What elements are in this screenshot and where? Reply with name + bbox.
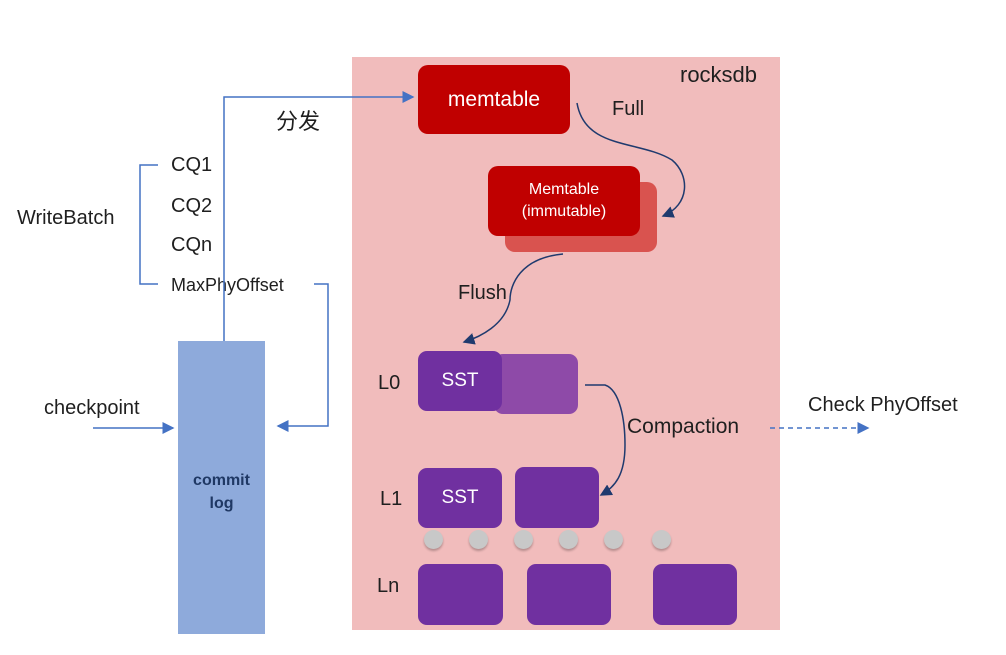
ellipsis-dot: [652, 530, 671, 549]
maxphyoffset-arrow: [276, 283, 329, 432]
flush-label: Flush: [458, 282, 507, 304]
sst-ln-1: [418, 564, 503, 625]
sst-l1-2: [515, 467, 599, 528]
writebatch-item: MaxPhyOffset: [171, 275, 284, 295]
full-arrow: [576, 102, 686, 218]
sst-l0: SST: [418, 351, 502, 411]
checkpoint-label: checkpoint: [44, 397, 140, 419]
writebatch-item: CQ2: [171, 195, 213, 217]
rocksdb-title: rocksdb: [680, 62, 758, 87]
sst-ln-2: [527, 564, 611, 625]
level-l0-label: L0: [378, 372, 401, 394]
flush-arrow: [462, 253, 564, 345]
full-label: Full: [612, 98, 645, 120]
writebatch-bracket: [139, 164, 158, 285]
sst-l1: SST: [418, 468, 502, 528]
level-l1-label: L1: [380, 488, 403, 510]
compaction-arrow: [585, 384, 626, 496]
immutable-memtable-box: Memtable (immutable): [488, 166, 640, 236]
writebatch-item: CQ1: [171, 154, 213, 176]
dispatch-arrow: [223, 91, 415, 341]
writebatch-item: CQn: [171, 234, 213, 256]
level-ln-label: Ln: [377, 575, 400, 597]
sst-l0-back: [494, 354, 578, 414]
memtable-box: memtable: [418, 65, 570, 134]
sst-ln-3: [653, 564, 737, 625]
ellipsis-dot: [514, 530, 533, 549]
ellipsis-dot: [424, 530, 443, 549]
check-phyoffset-label: Check PhyOffset: [808, 394, 958, 416]
commit-log-block: commit log: [178, 341, 265, 634]
ellipsis-dot: [469, 530, 488, 549]
compaction-label: Compaction: [627, 415, 740, 438]
writebatch-label: WriteBatch: [17, 207, 115, 229]
commit-log-label: commit log: [193, 472, 250, 512]
ellipsis-dot: [559, 530, 578, 549]
ellipsis-dot: [604, 530, 623, 549]
dispatch-label: 分发: [276, 109, 321, 134]
